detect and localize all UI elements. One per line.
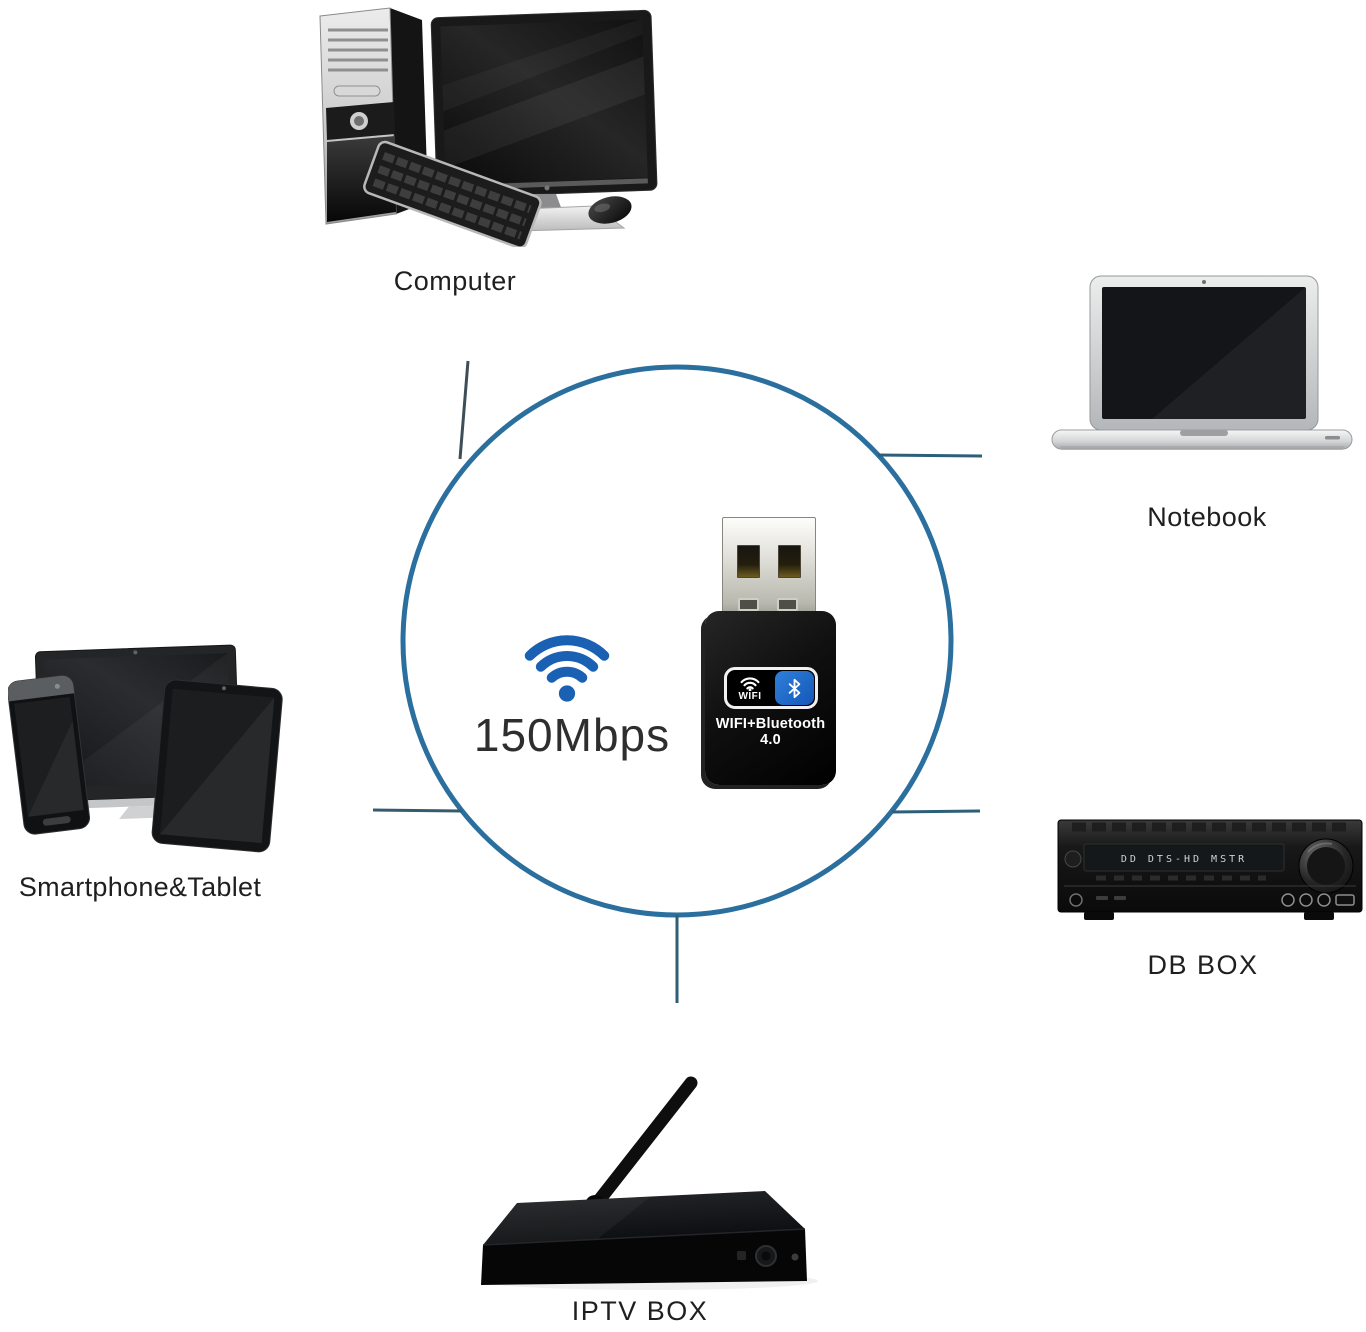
adapter-label: WIFI+Bluetooth 4.0 (715, 716, 826, 748)
adapter-body: WIFI WIFI+Bluetooth 4.0 (705, 611, 836, 785)
receiver-small-knob (1064, 850, 1082, 868)
badge-wifi-label: WIFI (738, 690, 762, 702)
speed-label: 150Mbps (473, 709, 671, 761)
receiver-foot (1304, 912, 1334, 920)
smartphone-tablet-label: Smartphone&Tablet (18, 872, 262, 902)
receiver-usb-port (1335, 894, 1355, 906)
connector-smartphone-tablet (372, 808, 463, 813)
usb-adapter: WIFI WIFI+Bluetooth 4.0 (700, 512, 841, 790)
tower-vents (328, 28, 388, 72)
hub-circle (400, 364, 954, 918)
mouse (588, 196, 632, 224)
computer-image (319, 7, 658, 247)
bluetooth-icon (774, 671, 814, 705)
receiver-foot (1084, 912, 1114, 920)
wifi-signal-icon (524, 635, 610, 702)
iptv-box-image (481, 1076, 818, 1290)
connector-computer (458, 360, 470, 460)
monitor (430, 9, 658, 198)
receiver-jack (1281, 893, 1295, 907)
connector-db-box (891, 809, 981, 814)
notebook-notch (1180, 430, 1228, 436)
box-indicator (737, 1251, 746, 1260)
notebook-image (1051, 275, 1353, 450)
db-box-image: DD DTS-HD MSTR (1057, 819, 1363, 920)
receiver-jack (1317, 893, 1331, 907)
smartphone (8, 675, 91, 835)
tower-drive-slot (333, 85, 381, 97)
usb-connector (722, 517, 816, 619)
receiver-jack (1299, 893, 1313, 907)
box-led (791, 1253, 799, 1261)
usb-contact (778, 545, 801, 578)
notebook-screen (1102, 287, 1306, 419)
smartphone-tablet-image (8, 644, 283, 853)
adapter-badge: WIFI (723, 667, 818, 709)
receiver-display (1083, 843, 1285, 872)
notebook-label: Notebook (1147, 502, 1267, 532)
iptv-box-label: IPTV BOX (571, 1296, 709, 1326)
tablet (151, 679, 283, 853)
box-front (481, 1229, 807, 1285)
usb-contact (737, 545, 760, 578)
computer-label: Computer (393, 266, 517, 296)
db-box-label: DB BOX (1147, 950, 1259, 980)
receiver-display-text: DD DTS-HD MSTR (1121, 854, 1247, 865)
keyboard (363, 140, 542, 247)
antenna (590, 1076, 698, 1210)
receiver-phones-jack (1069, 893, 1083, 907)
notebook-camera (1202, 280, 1206, 284)
connector-notebook (877, 453, 983, 458)
wifi-mini-icon (740, 676, 760, 691)
box-top (483, 1191, 805, 1245)
